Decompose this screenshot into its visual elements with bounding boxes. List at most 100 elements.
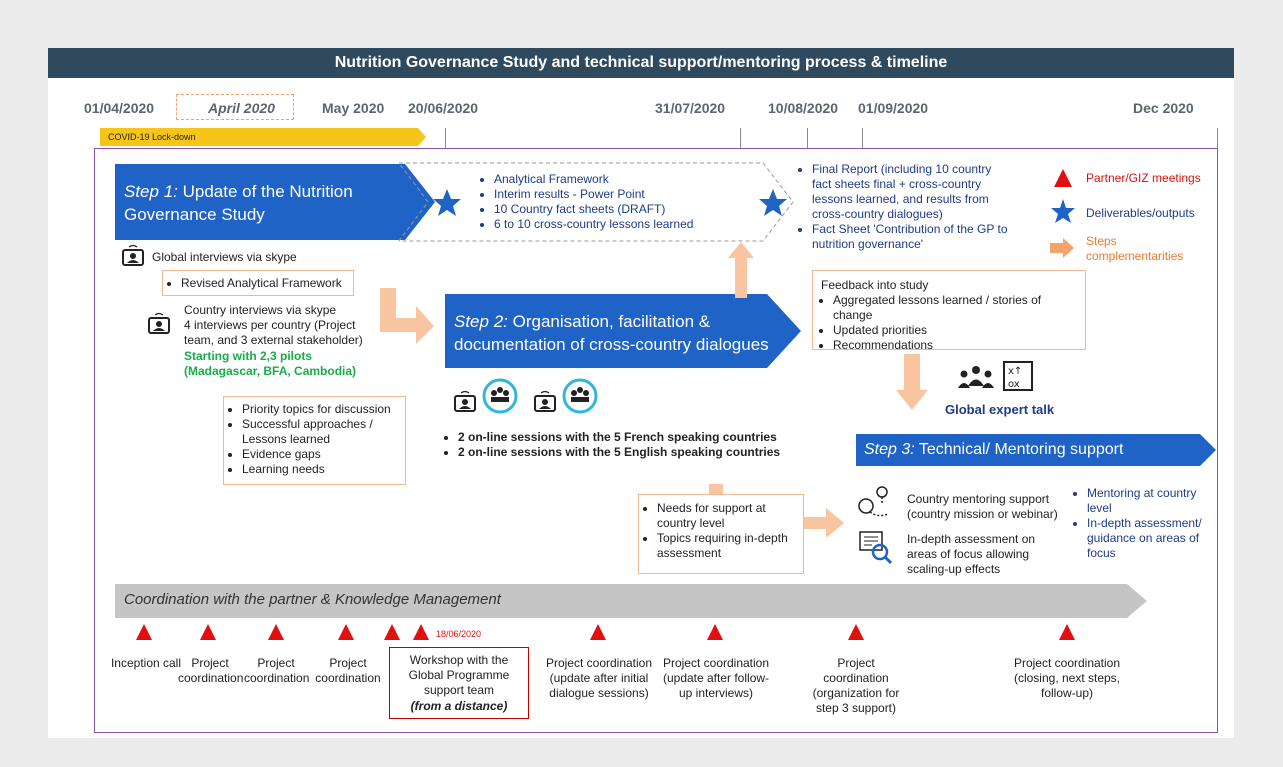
orange-connector-arrow bbox=[380, 288, 434, 344]
topic-item: Successful approaches / Lessons learned bbox=[242, 417, 404, 447]
deliverables2-list: Final Report (including 10 country fact … bbox=[800, 162, 1010, 252]
meeting-label: Project coordination bbox=[315, 656, 381, 685]
revised-framework-item: Revised Analytical Framework bbox=[181, 276, 342, 291]
date-label: 20/06/2020 bbox=[408, 100, 479, 116]
meeting-triangle-icon bbox=[136, 624, 152, 640]
topic-item: Evidence gaps bbox=[242, 447, 404, 462]
video-call-icon bbox=[122, 244, 144, 266]
coordination-arrow bbox=[115, 584, 1147, 618]
legend-meetings: Partner/GIZ meetings bbox=[1086, 171, 1201, 185]
pilots-text: Starting with 2,3 pilots (Madagascar, BF… bbox=[184, 349, 357, 378]
feedback-title: Feedback into study bbox=[821, 278, 929, 292]
topic-item: Learning needs bbox=[242, 462, 404, 477]
step3-label: Step 3: Technical/ Mentoring support bbox=[864, 438, 1123, 461]
video-call-icon bbox=[534, 390, 556, 412]
needs-item: Topics requiring in-depth assessment bbox=[657, 531, 799, 561]
date-label: 01/09/2020 bbox=[858, 100, 929, 116]
country-interviews-text: Country interviews via skype 4 interview… bbox=[184, 303, 384, 348]
revised-framework-box: Revised Analytical Framework bbox=[162, 270, 354, 296]
strategy-board-icon: x↑ ox bbox=[1003, 361, 1033, 391]
meeting-triangle-icon bbox=[338, 624, 354, 640]
feedback-item: Recommendations bbox=[833, 338, 1081, 353]
step1-prefix: Step 1: bbox=[124, 182, 178, 201]
meeting-label: Project coordination bbox=[178, 656, 244, 685]
meeting-label: Project coordination (update after follo… bbox=[662, 656, 770, 700]
meeting-triangle-icon bbox=[590, 624, 606, 640]
orange-arrow-icon bbox=[1050, 238, 1074, 258]
workshop-label: Workshop with the Global Programme suppo… bbox=[408, 653, 510, 697]
deliverable-item: 6 to 10 cross-country lessons learned bbox=[494, 217, 746, 232]
star-icon bbox=[433, 189, 461, 216]
star-icon bbox=[1051, 199, 1075, 223]
covid-label: COVID-19 Lock-down bbox=[108, 132, 196, 142]
step2-text: Organisation, facilitation & documentati… bbox=[454, 312, 769, 354]
step3-arrow bbox=[856, 434, 1216, 466]
workshop-box: Workshop with the Global Programme suppo… bbox=[389, 647, 529, 719]
coordination-label: Coordination with the partner & Knowledg… bbox=[124, 591, 501, 608]
mentoring-country-text: Country mentoring support (country missi… bbox=[907, 492, 1058, 521]
document-search-icon bbox=[859, 531, 893, 565]
mentoring-assessment-text: In-depth assessment on areas of focus al… bbox=[907, 532, 1036, 576]
workshop-note: (from a distance) bbox=[410, 699, 508, 713]
feedback-box: Feedback into study Aggregated lessons l… bbox=[812, 270, 1086, 353]
diagram-title: Nutrition Governance Study and technical… bbox=[48, 48, 1234, 78]
deliverable-item: Analytical Framework bbox=[494, 172, 746, 187]
timeline-tick bbox=[445, 128, 446, 148]
sessions-list: 2 on-line sessions with the 5 French spe… bbox=[446, 430, 786, 460]
timeline-tick bbox=[740, 128, 741, 148]
step2-prefix: Step 2: bbox=[454, 312, 508, 331]
legend-steps: Steps complementarities bbox=[1086, 234, 1184, 263]
star-icon bbox=[759, 189, 787, 216]
timeline-tick bbox=[807, 128, 808, 148]
date-label: April 2020 bbox=[208, 100, 275, 116]
step1-text: Update of the Nutrition Governance Study bbox=[124, 182, 353, 224]
orange-right-arrow bbox=[804, 508, 844, 538]
video-call-icon bbox=[454, 390, 476, 412]
meeting-label: Project coordination (organization for s… bbox=[812, 656, 900, 715]
meeting-label: Project coordination (closing, next step… bbox=[1013, 656, 1121, 700]
orange-up-arrow bbox=[728, 242, 754, 298]
location-pin-icon bbox=[858, 486, 889, 517]
group-people-icon bbox=[958, 366, 994, 388]
date-label: 01/04/2020 bbox=[84, 100, 155, 116]
date-label: 31/07/2020 bbox=[655, 100, 726, 116]
needs-box: Needs for support at country level Topic… bbox=[638, 494, 804, 574]
meeting-triangle-icon bbox=[707, 624, 723, 640]
date-label: Dec 2020 bbox=[1133, 100, 1194, 116]
topics-box: Priority topics for discussion Successfu… bbox=[223, 396, 406, 485]
feedback-item: Aggregated lessons learned / stories of … bbox=[833, 293, 1081, 323]
global-expert-talk-label: Global expert talk bbox=[945, 402, 1055, 417]
step3-text: Technical/ Mentoring support bbox=[918, 441, 1124, 458]
deliverables-dashed-arrow bbox=[398, 162, 794, 242]
deliverable-item: Final Report (including 10 country fact … bbox=[812, 162, 1010, 222]
country-interviews-line: Country interviews via skype bbox=[184, 303, 337, 317]
output-item: Mentoring at country level bbox=[1087, 486, 1205, 516]
group-meeting-icon bbox=[482, 378, 518, 414]
session-item: 2 on-line sessions with the 5 English sp… bbox=[458, 445, 786, 460]
step2-label: Step 2: Organisation, facilitation & doc… bbox=[454, 310, 774, 356]
meeting-triangle-icon bbox=[1059, 624, 1075, 640]
group-meeting-icon bbox=[562, 378, 598, 414]
meeting-triangle-icon bbox=[848, 624, 864, 640]
deliverable-item: Interim results - Power Point bbox=[494, 187, 746, 202]
april-highlight-box bbox=[176, 94, 294, 120]
deliverable-item: 10 Country fact sheets (DRAFT) bbox=[494, 202, 746, 217]
meeting-triangle-icon bbox=[413, 624, 429, 640]
orange-down-arrow bbox=[896, 354, 928, 410]
output-item: In-depth assessment/ guidance on areas o… bbox=[1087, 516, 1205, 561]
meeting-label: Inception call bbox=[110, 656, 182, 670]
video-call-icon bbox=[148, 312, 170, 334]
step3-prefix: Step 3: bbox=[864, 441, 915, 458]
topic-item: Priority topics for discussion bbox=[242, 402, 404, 417]
covid-lockdown-bar bbox=[100, 128, 426, 146]
process-frame bbox=[94, 148, 1218, 733]
meeting-triangle-icon bbox=[268, 624, 284, 640]
meeting-label: Project coordination (update after initi… bbox=[545, 656, 653, 700]
date-marker-label: 18/06/2020 bbox=[436, 629, 482, 639]
timeline-tick bbox=[1217, 128, 1218, 148]
meeting-triangle-icon bbox=[200, 624, 216, 640]
svg-text:x↑: x↑ bbox=[1008, 366, 1022, 377]
step1-label: Step 1: Update of the Nutrition Governan… bbox=[124, 180, 394, 226]
meeting-triangle-icon bbox=[1054, 169, 1072, 187]
step2-arrow bbox=[445, 294, 801, 368]
